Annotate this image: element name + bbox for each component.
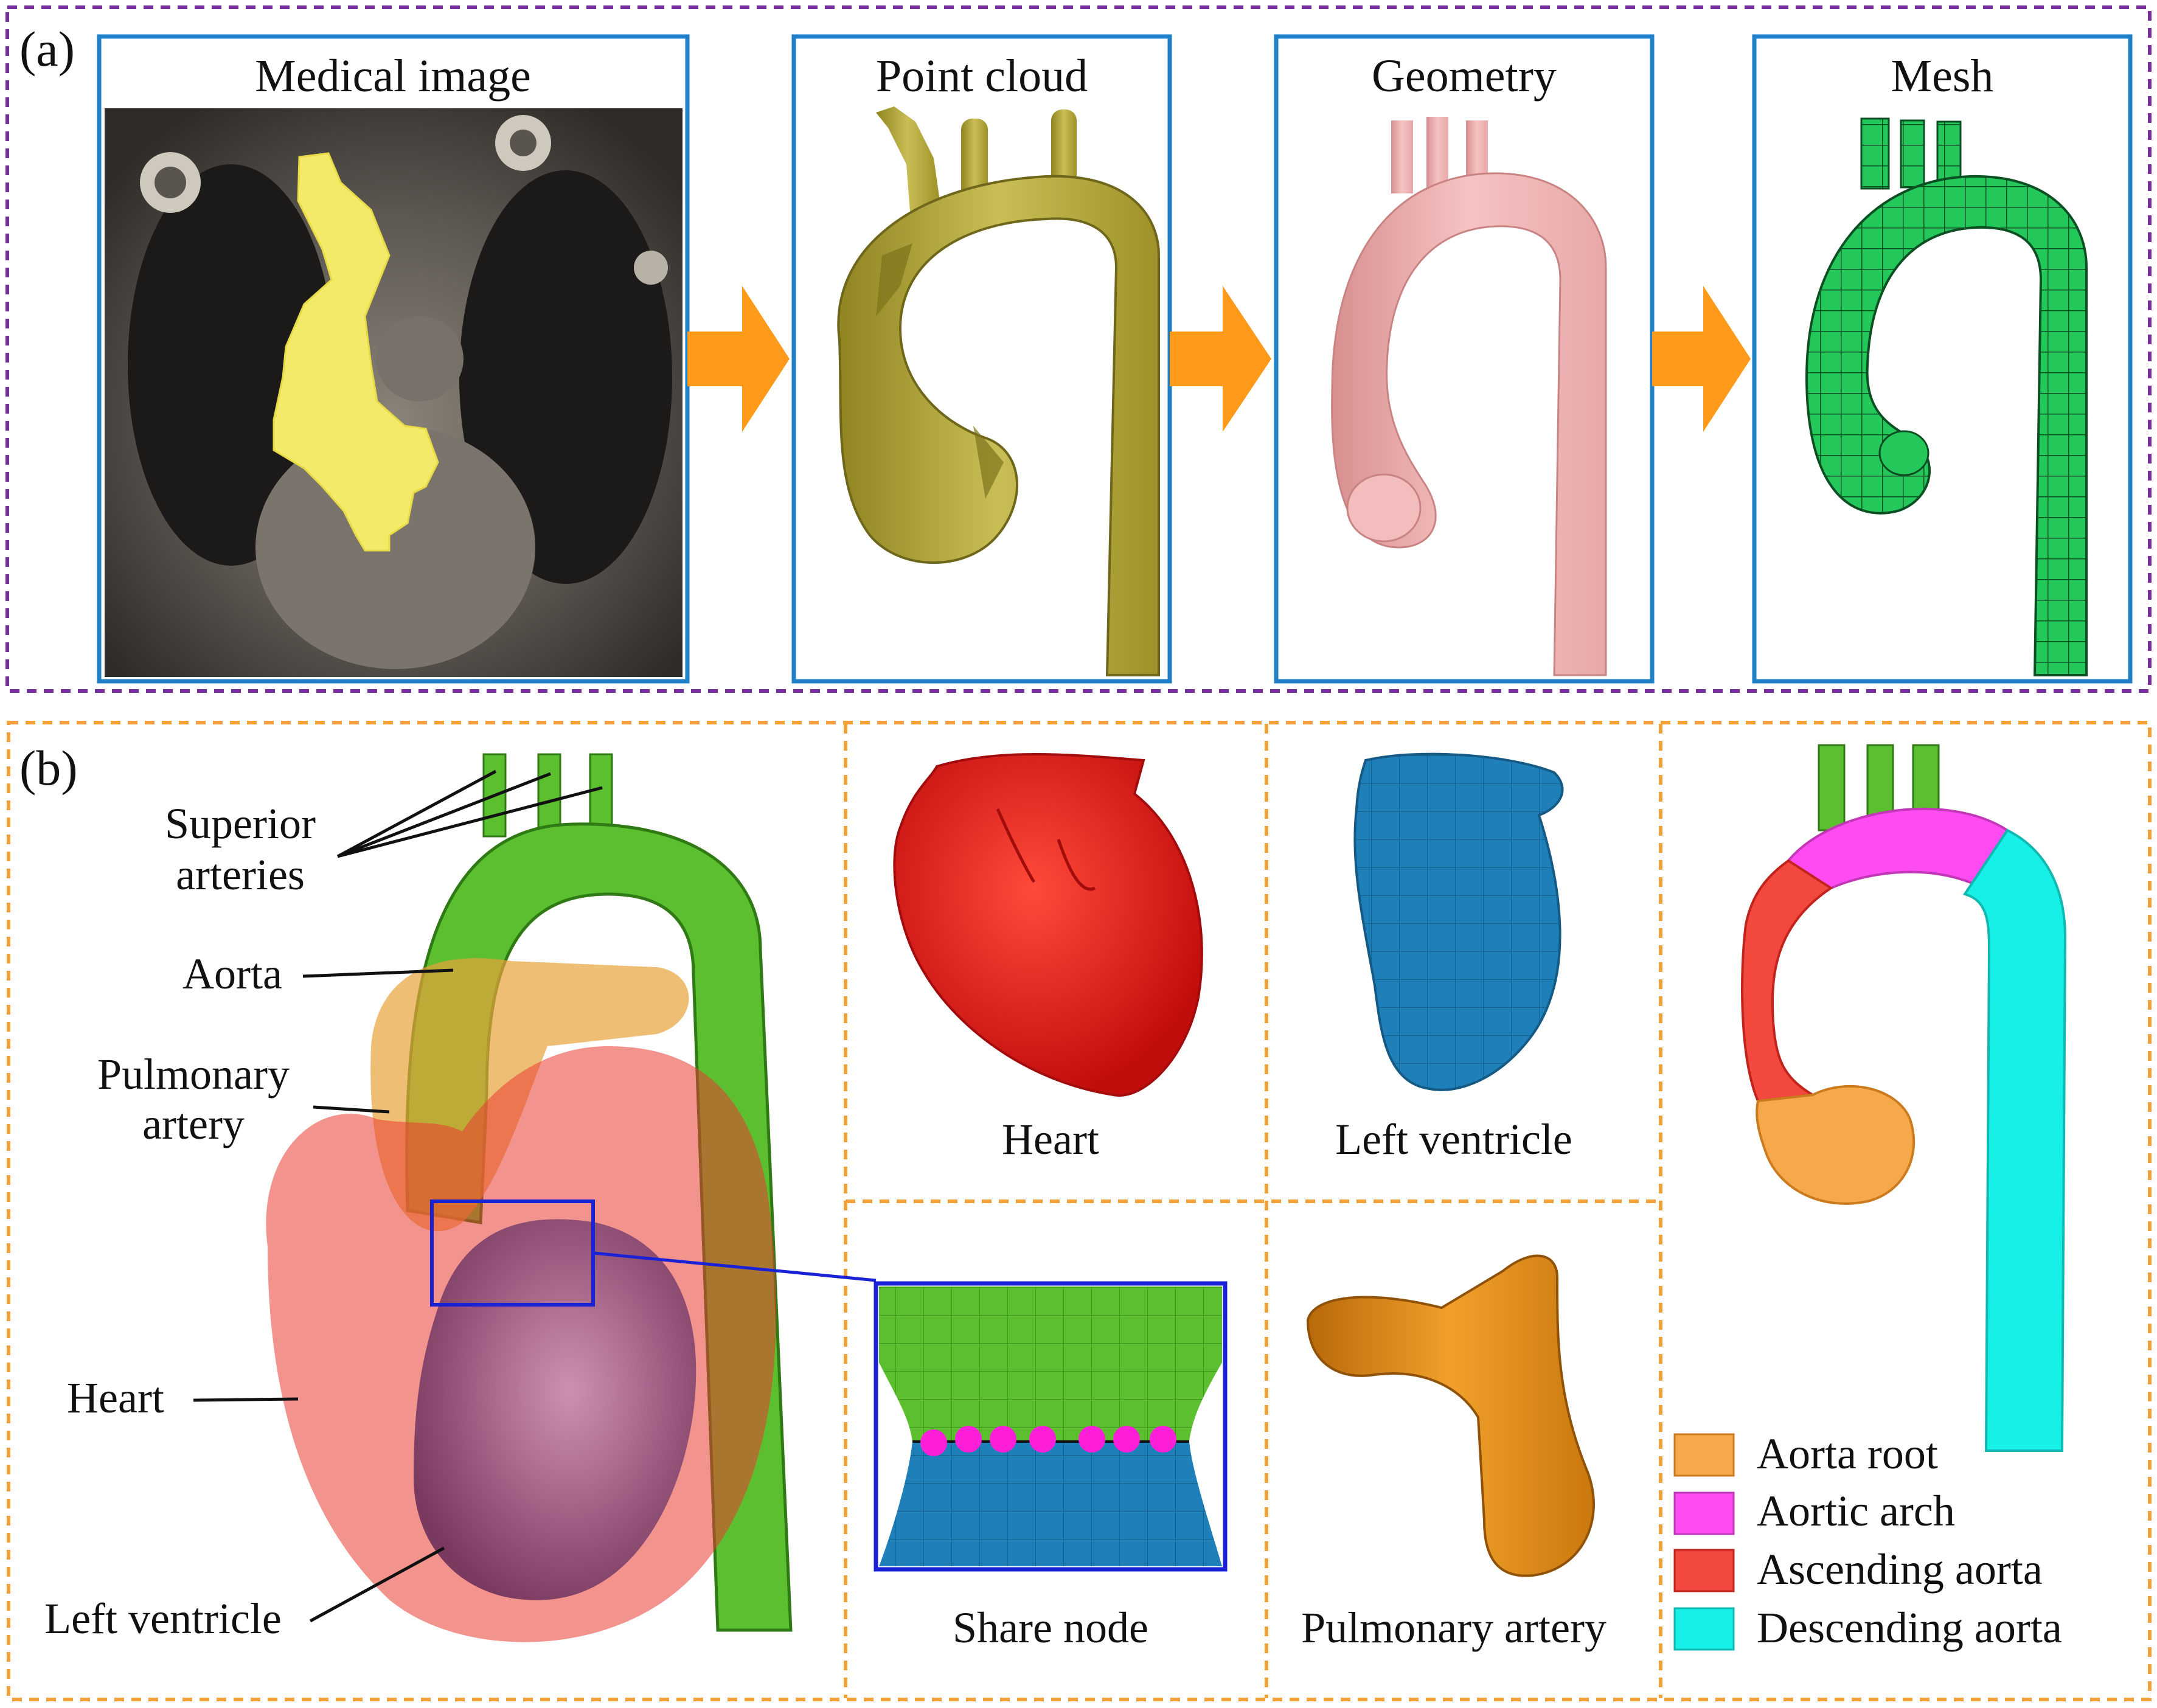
annotation-left-ventricle: Left ventricle xyxy=(44,1594,282,1643)
mesh-model xyxy=(1805,117,2088,676)
legend-swatch xyxy=(1673,1433,1735,1477)
part-label-share-node: Share node xyxy=(953,1603,1148,1652)
flow-arrow-2 xyxy=(1170,286,1271,432)
segmented-aorta xyxy=(1741,744,2067,1452)
share-node-detail xyxy=(874,1281,1228,1572)
legend: Aorta root Aortic arch Ascending aorta D… xyxy=(1673,1429,2062,1652)
legend-swatch xyxy=(1673,1491,1735,1535)
pulmonary-artery-part xyxy=(1306,1254,1595,1577)
step-title: Geometry xyxy=(1372,50,1557,102)
shared-node-dots xyxy=(920,1426,1176,1456)
annotation-pulmonary-1: Pulmonary xyxy=(97,1050,290,1099)
annotation-pulmonary-2: artery xyxy=(142,1100,245,1148)
heart-part xyxy=(893,753,1203,1097)
segment-ascending-aorta xyxy=(1741,859,1833,1103)
legend-label: Aorta root xyxy=(1757,1429,1938,1478)
annotation-aorta: Aorta xyxy=(182,949,282,998)
legend-label: Aortic arch xyxy=(1757,1487,1955,1535)
callout-line xyxy=(592,1251,877,1282)
lv-shape xyxy=(414,1219,696,1600)
panel-b-label: (b) xyxy=(19,740,78,796)
aorta-segmentation xyxy=(273,152,439,552)
legend-swatch xyxy=(1673,1549,1735,1592)
annotation-heart: Heart xyxy=(67,1373,164,1422)
legend-label: Ascending aorta xyxy=(1757,1545,2043,1594)
ct-scan-image xyxy=(105,108,683,677)
legend-item: Aorta root xyxy=(1673,1429,1938,1478)
part-label-left-ventricle: Left ventricle xyxy=(1335,1115,1572,1164)
step-geometry: Geometry xyxy=(1274,34,1655,684)
panel-a-label: (a) xyxy=(19,21,75,77)
annotation-superior-1: Superior xyxy=(165,799,316,848)
segment-aorta-root xyxy=(1756,1085,1916,1205)
annotation-lines xyxy=(193,769,603,1623)
legend-item: Ascending aorta xyxy=(1673,1545,2043,1594)
segment-descending-aorta xyxy=(1962,828,2067,1452)
left-ventricle-part xyxy=(1353,752,1564,1091)
step-title: Medical image xyxy=(255,50,531,102)
legend-item: Descending aorta xyxy=(1673,1603,2062,1652)
geometry-model xyxy=(1331,117,1607,676)
panel-b-frame xyxy=(7,721,2152,1701)
step-title: Point cloud xyxy=(876,50,1088,102)
legend-item: Aortic arch xyxy=(1673,1487,1955,1535)
point-cloud-model xyxy=(837,106,1160,676)
flow-arrow-3 xyxy=(1652,286,1751,432)
part-label-pulmonary-artery: Pulmonary artery xyxy=(1301,1603,1606,1652)
annotation-superior-2: arteries xyxy=(176,850,305,899)
legend-swatch xyxy=(1673,1607,1735,1651)
flow-arrow-1 xyxy=(687,286,790,432)
part-label-heart: Heart xyxy=(1002,1115,1099,1164)
step-title: Mesh xyxy=(1891,50,1994,102)
step-point-cloud: Point cloud xyxy=(791,34,1172,684)
step-medical-image: Medical image xyxy=(97,34,690,684)
step-mesh: Mesh xyxy=(1752,34,2133,684)
legend-label: Descending aorta xyxy=(1757,1603,2062,1652)
assembled-model xyxy=(266,753,877,1642)
